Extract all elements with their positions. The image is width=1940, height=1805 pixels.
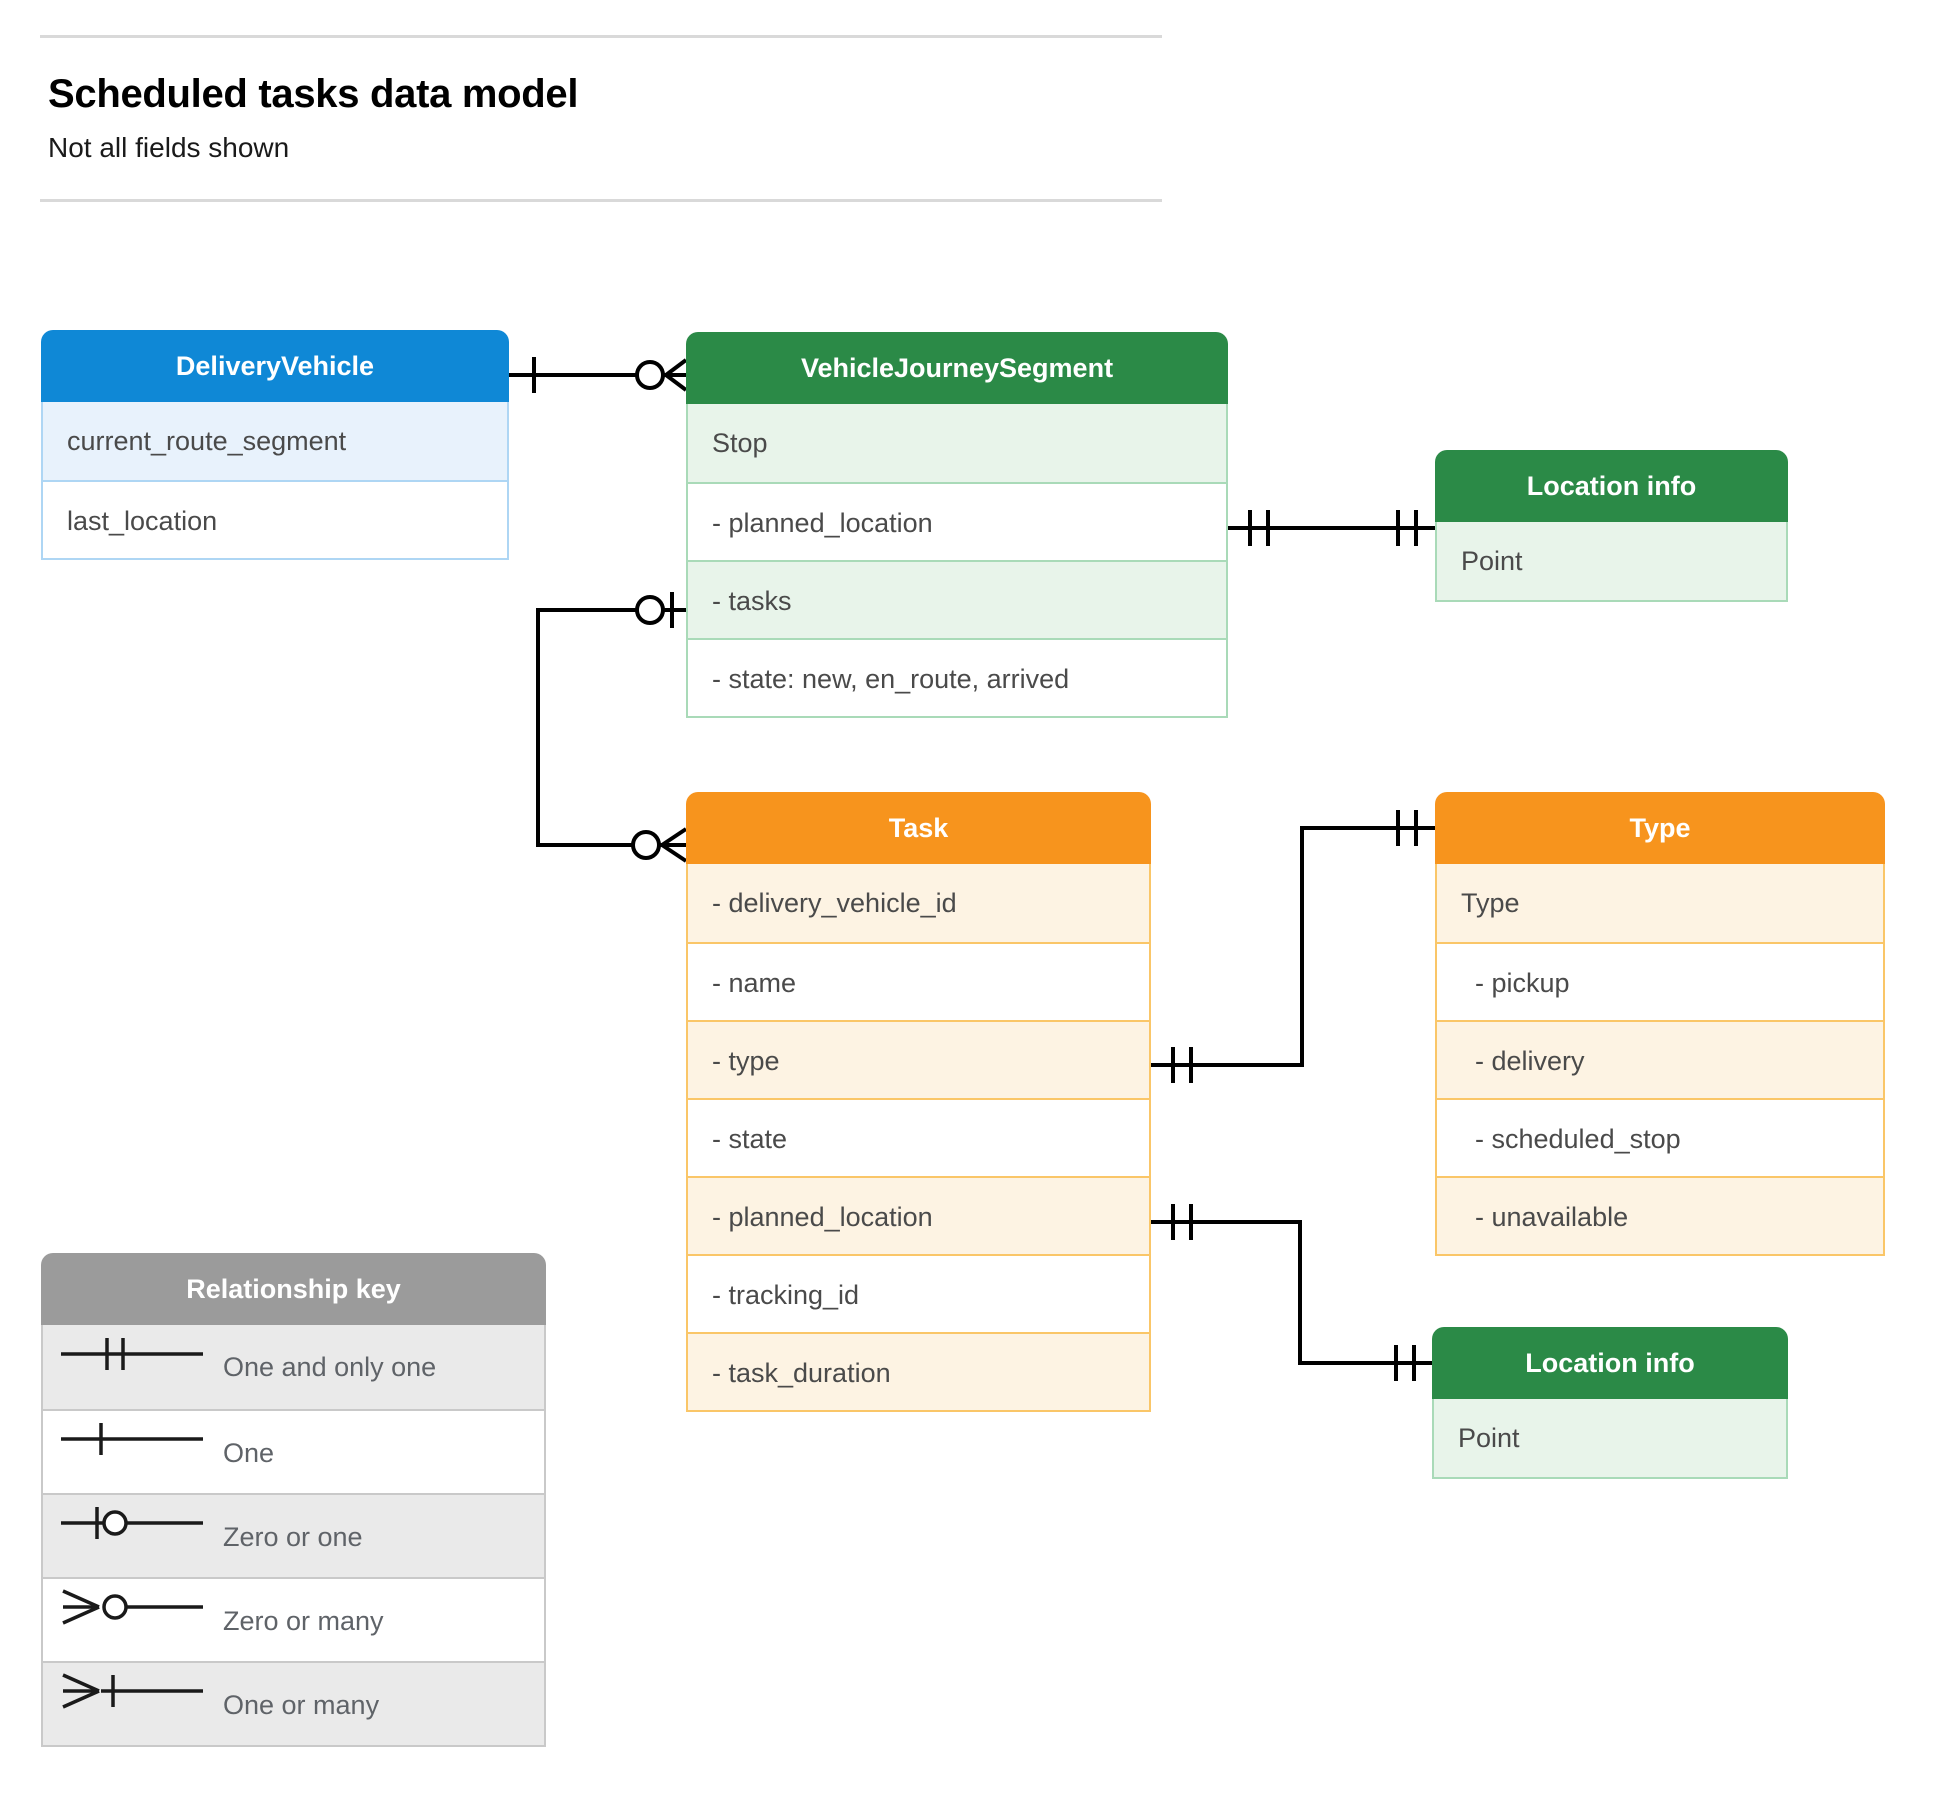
- entity-row: - delivery: [1437, 1020, 1883, 1098]
- relationship-key-rows: One and only one One: [41, 1325, 546, 1747]
- connector-plannedlocation-locationinfo-top: [1227, 510, 1437, 546]
- one-icon: [57, 1411, 207, 1493]
- zero-or-one-icon: [57, 1495, 207, 1577]
- header-rule-bottom: [40, 199, 1162, 202]
- legend-item-label: One or many: [223, 1690, 380, 1720]
- entity-task-title: Task: [686, 792, 1151, 864]
- entity-row: - delivery_vehicle_id: [688, 864, 1149, 942]
- entity-row: - type: [688, 1020, 1149, 1098]
- entity-location-info-bottom-rows: Point: [1432, 1399, 1788, 1479]
- entity-location-info-bottom[interactable]: Location info Point: [1432, 1327, 1788, 1479]
- entity-delivery-vehicle-title: DeliveryVehicle: [41, 330, 509, 402]
- entity-row: - unavailable: [1437, 1176, 1883, 1254]
- connector-deliveryvehicle-vehiclejourneysegment: [509, 357, 688, 393]
- entity-row: Point: [1434, 1399, 1786, 1477]
- entity-vehicle-journey-segment[interactable]: VehicleJourneySegment Stop - planned_loc…: [686, 332, 1228, 718]
- legend-item: Zero or one: [43, 1493, 544, 1577]
- entity-row: Stop: [688, 404, 1226, 482]
- legend-item-label: Zero or one: [223, 1522, 363, 1552]
- entity-vehicle-journey-segment-title: VehicleJourneySegment: [686, 332, 1228, 404]
- entity-row: - planned_location: [688, 1176, 1149, 1254]
- entity-location-info-top[interactable]: Location info Point: [1435, 450, 1788, 602]
- legend-item-label: One: [223, 1438, 275, 1468]
- legend-item: One and only one: [43, 1325, 544, 1409]
- entity-type[interactable]: Type Type - pickup - delivery - schedule…: [1435, 792, 1885, 1256]
- legend-item-label: Zero or many: [223, 1606, 384, 1636]
- entity-row: current_route_segment: [43, 402, 507, 480]
- entity-row: - task_duration: [688, 1332, 1149, 1410]
- header-rule-top: [40, 35, 1162, 38]
- entity-row: - tracking_id: [688, 1254, 1149, 1332]
- entity-row: - pickup: [1437, 942, 1883, 1020]
- connector-task-locationinfo-bottom: [1151, 1204, 1434, 1381]
- entity-task-rows: - delivery_vehicle_id - name - type - st…: [686, 864, 1151, 1412]
- connector-tasks-task: [536, 592, 688, 863]
- entity-location-info-bottom-title: Location info: [1432, 1327, 1788, 1399]
- entity-location-info-top-title: Location info: [1435, 450, 1788, 522]
- relationship-key-legend: Relationship key One and only one: [41, 1253, 546, 1747]
- page-subtitle: Not all fields shown: [48, 132, 290, 163]
- entity-delivery-vehicle-rows: current_route_segment last_location: [41, 402, 509, 560]
- relationship-key-title: Relationship key: [41, 1253, 546, 1325]
- one-or-many-icon: [57, 1663, 207, 1745]
- entity-vehicle-journey-segment-rows: Stop - planned_location - tasks - state:…: [686, 404, 1228, 718]
- zero-or-many-icon: [57, 1579, 207, 1661]
- one-and-only-one-icon: [57, 1325, 207, 1409]
- entity-type-rows: Type - pickup - delivery - scheduled_sto…: [1435, 864, 1885, 1256]
- entity-row: - name: [688, 942, 1149, 1020]
- connector-task-type: [1151, 810, 1437, 1083]
- page-title: Scheduled tasks data model: [48, 72, 579, 116]
- entity-row: Point: [1437, 522, 1786, 600]
- entity-row: Type: [1437, 864, 1883, 942]
- entity-row: - state: new, en_route, arrived: [688, 638, 1226, 716]
- legend-item-label: One and only one: [223, 1352, 437, 1382]
- legend-item: One or many: [43, 1661, 544, 1745]
- entity-row: last_location: [43, 480, 507, 558]
- entity-row: - state: [688, 1098, 1149, 1176]
- entity-row: - scheduled_stop: [1437, 1098, 1883, 1176]
- entity-row: - planned_location: [688, 482, 1226, 560]
- entity-task[interactable]: Task - delivery_vehicle_id - name - type…: [686, 792, 1151, 1412]
- entity-location-info-top-rows: Point: [1435, 522, 1788, 602]
- entity-delivery-vehicle[interactable]: DeliveryVehicle current_route_segment la…: [41, 330, 509, 560]
- entity-row: - tasks: [688, 560, 1226, 638]
- legend-item: One: [43, 1409, 544, 1493]
- entity-type-title: Type: [1435, 792, 1885, 864]
- legend-item: Zero or many: [43, 1577, 544, 1661]
